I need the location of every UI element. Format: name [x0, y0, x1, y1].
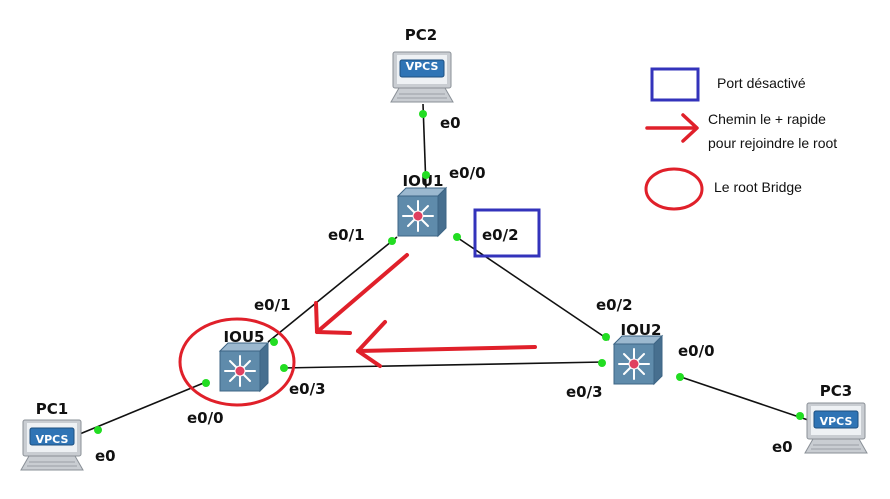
port-dot-iou1-e0-0	[422, 171, 430, 179]
legend-arrow-swatch	[645, 113, 699, 143]
port-dot-iou1-e0-1	[388, 237, 396, 245]
legend-fastest-path-text-2: pour rejoindre le root	[708, 135, 837, 151]
port-dot-iou5-e0-3	[280, 364, 288, 372]
link-iou5-pc1	[69, 381, 207, 439]
pc3-device[interactable]: VPCS PC3	[804, 382, 868, 454]
link-iou1-iou2	[454, 235, 610, 341]
port-dots	[94, 110, 804, 434]
red-arrow-iou1-to-iou5	[314, 253, 409, 335]
pc1-device[interactable]: VPCS PC1	[20, 400, 84, 471]
port-dot-iou5-e0-0	[202, 379, 210, 387]
iou1-label: IOU1	[403, 172, 444, 190]
fastest-path-arrows	[314, 253, 537, 368]
legend-fastest-path-text-1: Chemin le + rapide	[708, 111, 826, 127]
legend: Port désactivé Chemin le + rapide pour r…	[644, 67, 837, 211]
pc3-badge: VPCS	[820, 415, 853, 428]
port-label-iou5-e0-1: e0/1	[254, 296, 291, 314]
legend-root-bridge-text: Le root Bridge	[714, 179, 802, 195]
iou5-label: IOU5	[224, 328, 265, 346]
links	[69, 103, 809, 439]
link-iou5-iou2	[281, 361, 605, 369]
red-arrow-iou2-to-iou5	[356, 320, 537, 368]
port-label-iou1-e0-2: e0/2	[482, 226, 519, 244]
legend-root-bridge-swatch	[644, 167, 704, 211]
port-dot-pc2-e0	[419, 110, 427, 118]
port-dot-pc3-e0	[796, 412, 804, 420]
port-label-pc2-e0: e0	[440, 114, 461, 132]
legend-disabled-port-swatch	[650, 67, 700, 102]
iou2-label: IOU2	[621, 321, 662, 339]
port-dot-pc1-e0	[94, 426, 102, 434]
port-label-pc1-e0: e0	[95, 447, 116, 465]
port-label-iou1-e0-1: e0/1	[328, 226, 365, 244]
port-dot-iou2-e0-0	[676, 373, 684, 381]
pc2-device[interactable]: VPCS PC2	[390, 26, 454, 103]
link-iou1-iou5	[267, 236, 398, 343]
port-dot-iou1-e0-2	[453, 233, 461, 241]
port-dot-iou2-e0-2	[602, 333, 610, 341]
pc1-label: PC1	[36, 400, 68, 418]
port-label-pc3-e0: e0	[772, 438, 793, 456]
pc2-label: PC2	[405, 26, 437, 44]
root-bridge-circle	[178, 317, 296, 407]
legend-disabled-port-text: Port désactivé	[717, 75, 806, 91]
pc2-badge: VPCS	[406, 60, 439, 73]
port-dot-iou2-e0-3	[598, 359, 606, 367]
iou5-switch[interactable]: IOU5	[219, 328, 269, 392]
disabled-port-box	[473, 208, 541, 258]
port-label-iou2-e0-0: e0/0	[678, 342, 715, 360]
port-dot-iou5-e0-1	[270, 338, 278, 346]
port-label-iou2-e0-3: e0/3	[566, 383, 603, 401]
port-label-iou1-e0-0: e0/0	[449, 164, 486, 182]
port-label-iou5-e0-3: e0/3	[289, 380, 326, 398]
iou2-switch[interactable]: IOU2	[613, 321, 663, 385]
pc3-label: PC3	[820, 382, 852, 400]
port-label-iou5-e0-0: e0/0	[187, 409, 224, 427]
link-iou2-pc3	[677, 375, 809, 421]
pc1-badge: VPCS	[36, 433, 69, 446]
port-label-iou2-e0-2: e0/2	[596, 296, 633, 314]
iou1-switch[interactable]: IOU1	[397, 172, 447, 237]
